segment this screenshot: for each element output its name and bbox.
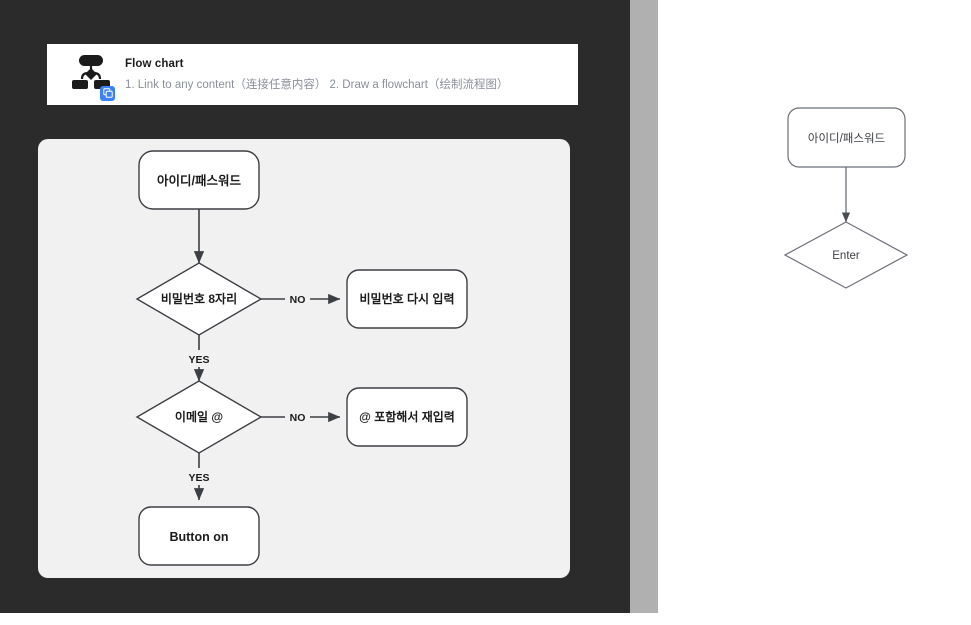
preview-node-enter-label: Enter [832,250,860,262]
flow-node-start-label: 아이디/패스워드 [157,173,241,188]
flow-chart-svg[interactable]: 아이디/패스워드 비밀번호 8자리 비밀번호 다시 입력 이메일 @ @ 포함해… [38,139,570,578]
flow-node-start[interactable]: 아이디/패스워드 [138,150,260,210]
edge-label-no-1: NO [285,290,310,307]
edge-label-no-1-text: NO [290,294,306,306]
pane-divider[interactable] [630,0,658,613]
preview-node-start[interactable]: 아이디/패스워드 [787,107,906,168]
edge-label-yes-2: YES [183,468,215,485]
flow-node-retry-mail[interactable]: @ 포함해서 재입력 [346,387,468,447]
edge-label-yes-1-text: YES [188,354,209,366]
flow-node-check-mail-label: 이메일 @ [175,409,223,424]
flow-node-button-on[interactable]: Button on [138,506,260,566]
preview-node-start-label: 아이디/패스워드 [808,132,885,145]
flow-chart-canvas[interactable]: 아이디/패스워드 비밀번호 8자리 비밀번호 다시 입력 이메일 @ @ 포함해… [38,139,570,578]
edge-label-no-2-text: NO [290,412,306,424]
flow-node-check-pw[interactable]: 비밀번호 8자리 [135,262,263,336]
edge-label-yes-1: YES [183,350,215,367]
preview-diagram-svg[interactable]: 아이디/패스워드 Enter [658,0,971,620]
copy-badge-icon[interactable] [100,85,115,101]
page-subtitle: 1. Link to any content（连接任意内容） 2. Draw a… [125,78,509,91]
header-text-block: Flow chart 1. Link to any content（连接任意内容… [125,56,508,94]
flow-node-check-mail[interactable]: 이메일 @ [135,380,263,454]
edge-label-yes-2-text: YES [188,472,209,484]
flow-chart-header-card[interactable]: Flow chart 1. Link to any content（连接任意内容… [47,44,578,105]
flow-node-button-on-label: Button on [169,530,228,544]
page-title: Flow chart [125,57,184,70]
flow-node-retry-mail-label: @ 포함해서 재입력 [359,409,455,424]
preview-diagram-container[interactable]: 아이디/패스워드 Enter [658,0,971,620]
preview-node-enter[interactable]: Enter [783,221,909,289]
flow-chart-icon [65,53,117,101]
flow-node-check-pw-label: 비밀번호 8자리 [161,291,237,306]
preview-pane [658,0,971,620]
flow-node-retry-pw-label: 비밀번호 다시 입력 [360,291,455,306]
edge-label-no-2: NO [285,408,310,425]
flow-node-retry-pw[interactable]: 비밀번호 다시 입력 [346,269,468,329]
